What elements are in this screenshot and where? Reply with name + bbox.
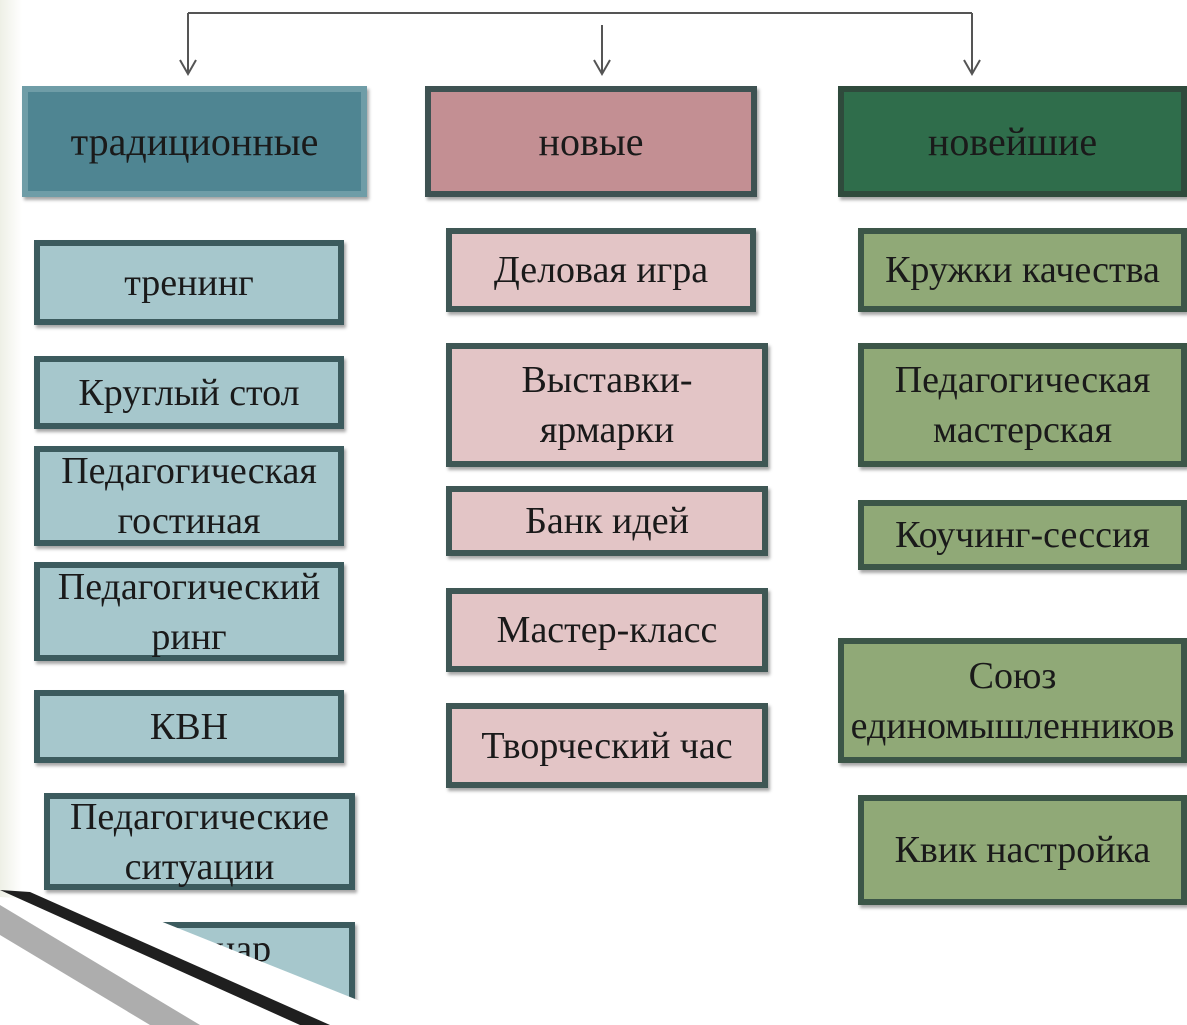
- item-training: тренинг: [34, 240, 344, 325]
- header-traditional: традиционные: [22, 86, 367, 197]
- header-new: новые: [425, 86, 757, 197]
- header-newest: новейшие: [838, 86, 1187, 197]
- item-union-of-like-minded: Союз единомышленников: [838, 638, 1187, 763]
- arrowhead-newest: [963, 59, 981, 77]
- item-coaching-session: Коучинг-сессия: [858, 500, 1187, 570]
- item-pedagogical-lounge: Педагогическая гостиная: [34, 446, 344, 546]
- page-edge-shade: [0, 0, 22, 1025]
- arrowhead-traditional: [179, 59, 197, 77]
- item-idea-bank: Банк идей: [446, 486, 768, 556]
- item-pedagogical-ring: Педагогический ринг: [34, 562, 344, 661]
- item-exhibitions-fairs: Выставки- ярмарки: [446, 343, 768, 467]
- item-seminar-practicum: Семинар практикум: [44, 922, 355, 1025]
- item-pedagogical-situations: Педагогические ситуации: [44, 793, 355, 890]
- item-pedagogical-workshop: Педагогическая мастерская: [858, 343, 1187, 467]
- arrowhead-new: [593, 59, 611, 77]
- item-kvn: КВН: [34, 690, 344, 763]
- item-master-class: Мастер-класс: [446, 588, 768, 672]
- item-creative-hour: Творческий час: [446, 703, 768, 788]
- connector-lines: [179, 12, 981, 77]
- item-round-table: Круглый стол: [34, 356, 344, 429]
- item-quick-tuning: Квик настройка: [858, 795, 1187, 905]
- item-quality-circles: Кружки качества: [858, 228, 1187, 312]
- item-business-game: Деловая игра: [446, 228, 756, 312]
